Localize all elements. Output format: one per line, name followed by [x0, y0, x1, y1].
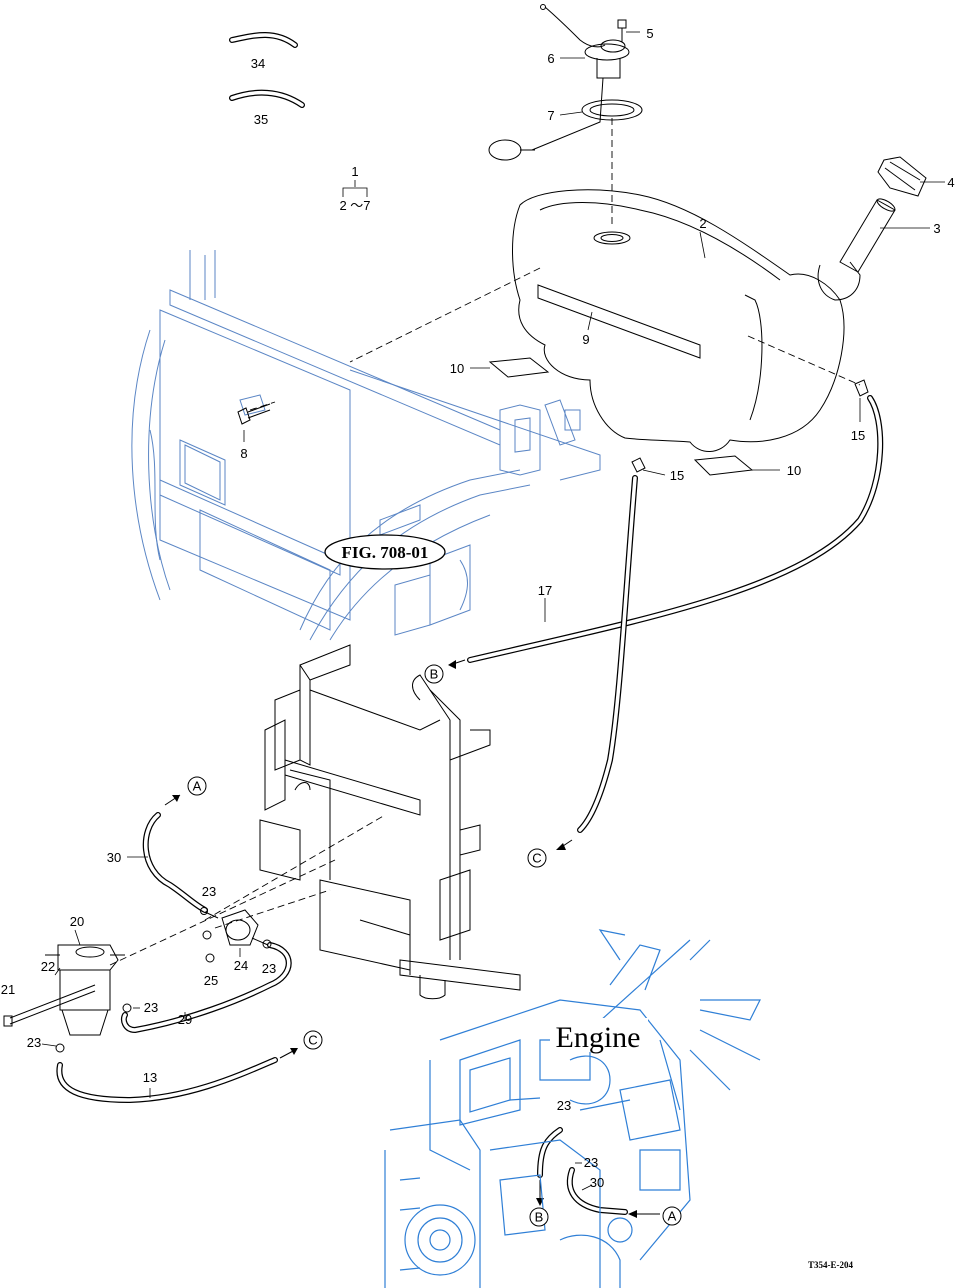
part-callout-p2: 2	[699, 216, 706, 231]
filler-neck	[839, 198, 896, 273]
tank-pads	[488, 357, 754, 476]
part-callout-p4: 4	[947, 175, 954, 190]
engine-label-backdrop	[550, 1018, 648, 1052]
fuel-filter-bracket-frame	[259, 644, 521, 1000]
part-callout-p5: 5	[646, 26, 653, 41]
part-callout-p10a: 10	[450, 361, 464, 376]
part-callout-p15b: 15	[851, 428, 865, 443]
hose-35	[229, 89, 305, 108]
figure-reference-label[interactable]: FIG. 708-01	[342, 543, 429, 562]
assembly-label-group: 1 2 ～7	[339, 164, 370, 213]
part-callout-p3: 3	[933, 221, 940, 236]
assembly-label-top: 1	[351, 164, 358, 179]
part-callout-p24: 24	[234, 958, 248, 973]
part-callout-p17: 17	[538, 583, 552, 598]
part-callout-p13: 13	[143, 1070, 157, 1085]
connection-ref-label: B	[535, 1210, 544, 1225]
figure-reference[interactable]: FIG. 708-01	[324, 534, 446, 570]
part-callout-p15a: 15	[670, 468, 684, 483]
assembly-label-bottom: 2 ～7	[339, 198, 370, 213]
part-callout-p35: 35	[254, 112, 268, 127]
connection-ref-circle	[527, 848, 547, 868]
drawing-code: T354-E-204	[808, 1260, 854, 1270]
fuel-tank	[512, 189, 861, 452]
fuel-level-sender	[488, 4, 643, 161]
part-callout-p25: 25	[204, 973, 218, 988]
part-callout-p21: 21	[1, 982, 15, 997]
connection-ref-circle	[424, 664, 444, 684]
flow-arrows	[164, 659, 660, 1218]
engine-illustration	[384, 929, 761, 1288]
connection-ref-refC1[interactable]: C	[527, 848, 547, 868]
connection-ref-refA1[interactable]: A	[187, 776, 207, 796]
part-callout-p23e: 23	[557, 1098, 571, 1113]
chassis-frame-illustration	[131, 250, 601, 641]
leader-lines	[41, 31, 945, 1191]
fuel-filter-20	[45, 944, 125, 1036]
part-callout-p30b: 30	[590, 1175, 604, 1190]
part-callout-p20: 20	[70, 914, 84, 929]
connection-ref-refA2[interactable]: A	[662, 1206, 682, 1226]
hose-34	[229, 32, 298, 48]
part-callout-p8: 8	[240, 446, 247, 461]
assembly-center-lines	[109, 118, 861, 966]
connection-ref-circle	[303, 1030, 323, 1050]
part-callout-p10b: 10	[787, 463, 801, 478]
bolt-21	[3, 984, 96, 1027]
bolts-23-25	[55, 907, 272, 1053]
part-callout-p23b: 23	[262, 961, 276, 976]
connection-ref-circle	[529, 1207, 549, 1227]
engine-label: Engine	[556, 1021, 641, 1054]
fuel-hoses	[56, 395, 884, 1215]
fuel-pump-24	[204, 909, 269, 946]
bolt-8	[237, 403, 271, 425]
part-callout-p23a: 23	[202, 884, 216, 899]
connection-ref-label: A	[193, 779, 202, 794]
part-callout-p29: 29	[178, 1012, 192, 1027]
part-callout-p7: 7	[547, 108, 554, 123]
part-callout-p23c: 23	[144, 1000, 158, 1015]
part-callout-p9: 9	[582, 332, 589, 347]
part-callout-p34: 34	[251, 56, 265, 71]
connection-ref-circle	[187, 776, 207, 796]
part-callout-p23f: 23	[584, 1155, 598, 1170]
connection-ref-refB1[interactable]: B	[424, 664, 444, 684]
connection-references: A B C C B A	[187, 664, 682, 1227]
fuel-cap	[877, 156, 927, 197]
connection-ref-circle	[662, 1206, 682, 1226]
connection-ref-label: B	[430, 667, 439, 682]
connection-ref-label: C	[308, 1033, 317, 1048]
hose-clips-15	[631, 379, 869, 473]
connection-ref-label: A	[668, 1209, 677, 1224]
connection-ref-refB2[interactable]: B	[529, 1207, 549, 1227]
part-callout-p6: 6	[547, 51, 554, 66]
connection-ref-label: C	[532, 851, 541, 866]
part-callout-p22: 22	[41, 959, 55, 974]
part-callout-p30a: 30	[107, 850, 121, 865]
connection-ref-refC2[interactable]: C	[303, 1030, 323, 1050]
part-callout-p23d: 23	[27, 1035, 41, 1050]
